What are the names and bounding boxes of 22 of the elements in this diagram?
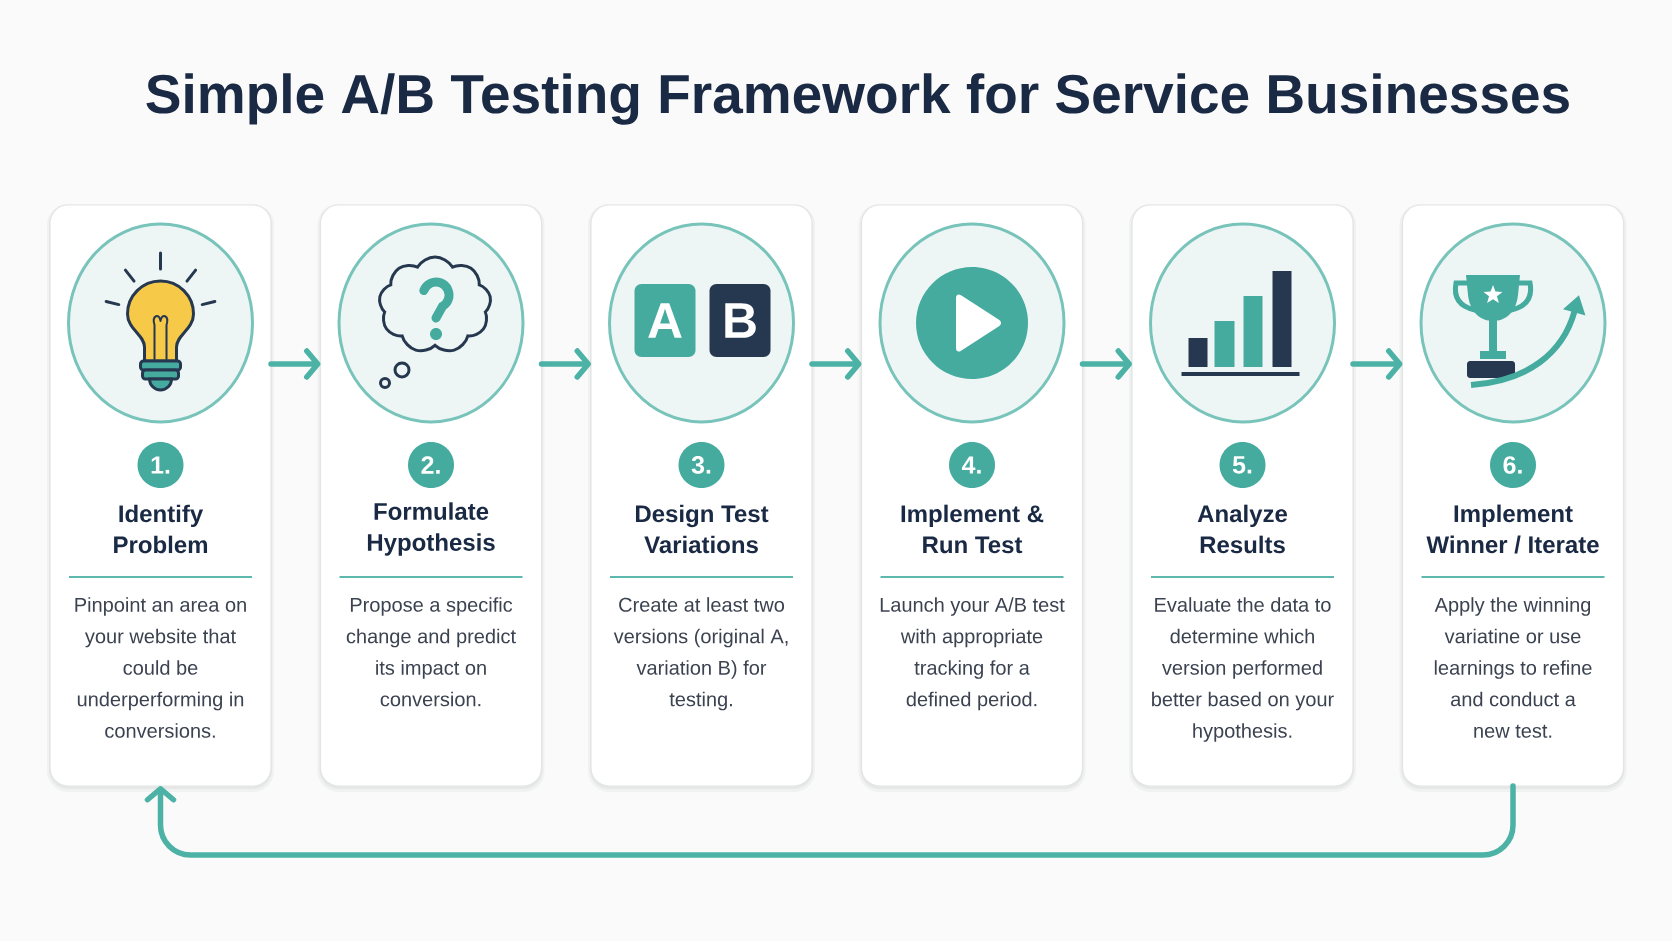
step-description: Evaluate the data to determine which version performed better based on your hypothesis. <box>1152 597 1334 742</box>
letter-tile: A <box>634 284 696 357</box>
step-heading: Implement & Run Test <box>901 504 1044 554</box>
step-heading: Analyze Results <box>1197 504 1288 554</box>
number-badge: 4. <box>949 442 995 488</box>
step-description: Create at least two versions (original A, variation B) for testing. <box>613 597 788 711</box>
number-badge: 2. <box>408 442 454 488</box>
step-heading: Design Test Variations <box>636 504 769 554</box>
number-badge: 1. <box>137 442 184 488</box>
step-description: Apply the winning variatine or use learnings to refine and conduct a new test. <box>1434 597 1592 738</box>
step-description: Pinpoint an area on your website that could be underperforming in conversions. <box>75 597 246 738</box>
step-description: Propose a specific change and predict its impact on conversion. <box>346 597 516 707</box>
letter-tile: B <box>709 284 771 357</box>
arrow <box>144 783 1516 858</box>
number-badge: 3. <box>678 442 725 488</box>
title: Simple A/B Testing Framework for Service Businesses <box>146 73 1569 125</box>
step-heading: Implement Winner / Iterate <box>1426 504 1599 554</box>
step-heading: Identify Problem <box>114 504 208 554</box>
step-heading: Formulate Hypothesis <box>367 502 495 556</box>
step-description: Launch your A/B test with appropriate tracking for a defined period. <box>880 597 1065 711</box>
number-badge: 5. <box>1219 442 1266 488</box>
number-badge: 6. <box>1490 442 1536 488</box>
